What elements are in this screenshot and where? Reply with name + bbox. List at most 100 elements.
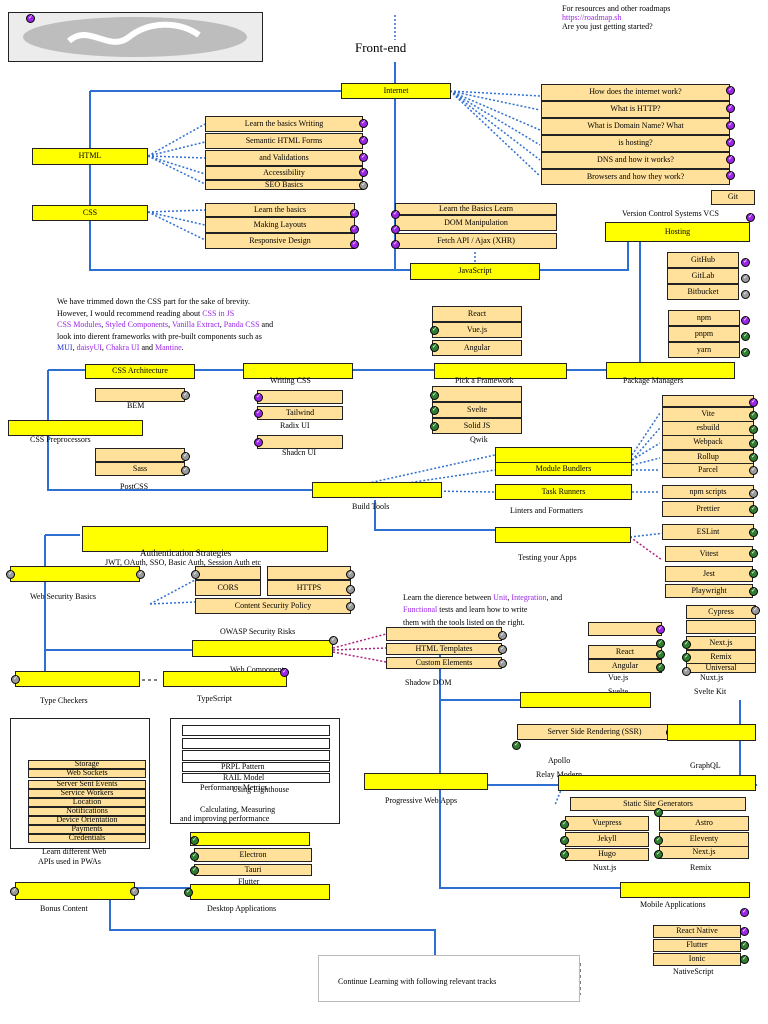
topic-parcel[interactable]: Parcel: [662, 463, 754, 478]
node-css-preprocessors[interactable]: [8, 420, 143, 436]
topic-git[interactable]: Git: [711, 190, 755, 205]
topic-electron[interactable]: Electron: [194, 848, 312, 862]
continue-label[interactable]: Continue Learning with following relevan…: [338, 977, 497, 986]
topic-js-1[interactable]: Learn the Basics Learn: [395, 203, 557, 215]
topic-react[interactable]: React: [432, 306, 522, 322]
topic-css-1[interactable]: Learn the basics: [205, 203, 355, 217]
topic-flutter-mobile[interactable]: Flutter: [653, 939, 741, 952]
node-task-runners[interactable]: Task Runners: [495, 484, 632, 500]
perf-row-4[interactable]: PRPL Pattern: [182, 762, 330, 772]
node-internet[interactable]: Internet: [341, 83, 451, 99]
topic-location[interactable]: Location: [28, 797, 146, 807]
node-module-bundlers[interactable]: Module Bundlers: [495, 462, 632, 476]
topic-internet-2[interactable]: What is HTTP?: [541, 101, 730, 118]
topic-ssr-box[interactable]: [588, 622, 662, 636]
node-package-managers[interactable]: [606, 362, 735, 379]
topic-solid[interactable]: Solid JS: [432, 418, 522, 434]
node-ssg-top[interactable]: [558, 775, 756, 791]
topic-jest[interactable]: Jest: [665, 566, 753, 582]
topic-pnpm[interactable]: pnpm: [668, 326, 740, 342]
topic-svelte[interactable]: Svelte: [432, 402, 522, 418]
node-desktop[interactable]: [190, 884, 330, 900]
link-styled-components[interactable]: Styled Components: [105, 320, 169, 330]
topic-jekyll[interactable]: Jekyll: [565, 832, 649, 847]
topic-payments[interactable]: Payments: [28, 824, 146, 834]
topic-html-5[interactable]: SEO Basics: [205, 180, 363, 190]
topic-yarn[interactable]: yarn: [668, 342, 740, 358]
topic-tailwind[interactable]: Tailwind: [257, 406, 343, 420]
link-chakra-ui[interactable]: Chakra UI: [105, 343, 140, 353]
topic-vuepress[interactable]: Vuepress: [565, 816, 649, 831]
topic-cypress[interactable]: Cypress: [686, 605, 756, 619]
node-mobile[interactable]: [620, 882, 750, 898]
topic-security-box-2[interactable]: [267, 566, 351, 580]
topic-csp[interactable]: Content Security Policy: [195, 598, 351, 614]
node-css[interactable]: CSS: [32, 205, 148, 221]
topic-html-2[interactable]: Semantic HTML Forms: [205, 133, 363, 149]
topic-writing-css-box[interactable]: [257, 390, 343, 404]
topic-internet-6[interactable]: Browsers and how they work?: [541, 169, 730, 185]
topic-internet-3[interactable]: What is Domain Name? What: [541, 118, 730, 135]
topic-notifications[interactable]: Notifications: [28, 806, 146, 816]
topic-angular[interactable]: Angular: [432, 340, 522, 356]
topic-npm[interactable]: npm: [668, 310, 740, 326]
topic-css-3[interactable]: Responsive Design: [205, 233, 355, 249]
node-desktop-top[interactable]: [190, 832, 310, 846]
topic-shadcn-box[interactable]: [257, 435, 343, 449]
topic-preproc-box[interactable]: [95, 448, 185, 462]
topic-react-native[interactable]: React Native: [653, 925, 741, 938]
topic-npm-scripts[interactable]: npm scripts: [662, 485, 754, 499]
link-panda-css[interactable]: Panda CSS: [223, 320, 260, 330]
topic-sse[interactable]: Server Sent Events: [28, 779, 146, 789]
node-testing[interactable]: [495, 527, 631, 543]
topic-service-workers[interactable]: Service Workers: [28, 788, 146, 798]
node-type-checkers[interactable]: [15, 671, 140, 687]
topic-ssr-angular[interactable]: Angular: [588, 659, 662, 673]
topic-credentials[interactable]: Credentials: [28, 833, 146, 843]
topic-ssr-nextjs[interactable]: Next.js: [686, 636, 756, 650]
node-web-components[interactable]: [192, 640, 333, 657]
topic-esbuild[interactable]: esbuild: [662, 421, 754, 436]
topic-eleventy[interactable]: Eleventy: [659, 832, 749, 847]
topic-ssr-remix[interactable]: Remix: [686, 650, 756, 664]
topic-webpack[interactable]: Webpack: [662, 435, 754, 450]
topic-html-templates[interactable]: HTML Templates: [386, 643, 502, 655]
topic-html-4[interactable]: Accessibility: [205, 166, 363, 180]
link-vanilla-extract[interactable]: Vanilla Extract: [171, 320, 220, 330]
topic-prettier[interactable]: Prettier: [662, 501, 754, 517]
node-bonus[interactable]: [15, 882, 135, 900]
topic-framework-extra[interactable]: [432, 386, 522, 402]
node-pick-framework[interactable]: [434, 363, 567, 379]
topic-ssr-universal[interactable]: Universal: [686, 663, 756, 673]
topic-bem-box[interactable]: [95, 388, 185, 402]
topic-ssr-box-2[interactable]: [686, 620, 756, 634]
node-ssr[interactable]: [520, 692, 651, 708]
node-typescript[interactable]: [163, 671, 287, 687]
perf-row-5[interactable]: RAIL Model: [182, 773, 330, 783]
topic-ssr[interactable]: Server Side Rendering (SSR): [517, 724, 672, 740]
node-hosting[interactable]: Hosting: [605, 222, 750, 242]
link-css-modules[interactable]: CSS Modules: [57, 320, 102, 330]
topic-playwright[interactable]: Playwright: [665, 584, 753, 598]
roadmap-link[interactable]: https://roadmap.sh: [562, 13, 622, 22]
node-web-security[interactable]: [10, 566, 140, 582]
topic-https[interactable]: HTTPS: [267, 580, 351, 596]
node-build-tools[interactable]: [312, 482, 442, 498]
topic-github[interactable]: GitHub: [667, 252, 739, 268]
link-css-in-js[interactable]: CSS in JS: [202, 308, 235, 318]
topic-tauri[interactable]: Tauri: [194, 864, 312, 876]
topic-bitbucket[interactable]: Bitbucket: [667, 284, 739, 300]
node-css-architecture[interactable]: CSS Architecture: [85, 364, 195, 379]
topic-vitest[interactable]: Vitest: [665, 546, 753, 562]
node-javascript[interactable]: JavaScript: [410, 263, 540, 280]
topic-bundler-extra[interactable]: [662, 395, 754, 407]
topic-vite[interactable]: Vite: [662, 407, 754, 422]
link-unit[interactable]: Unit: [493, 593, 508, 602]
topic-vue[interactable]: Vue.js: [432, 322, 522, 338]
topic-ionic[interactable]: Ionic: [653, 953, 741, 966]
node-auth[interactable]: [82, 526, 328, 552]
link-functional[interactable]: Functional: [403, 605, 438, 615]
topic-css-2[interactable]: Making Layouts: [205, 217, 355, 233]
topic-websockets[interactable]: Web Sockets: [28, 768, 146, 778]
topic-js-3[interactable]: Fetch API / Ajax (XHR): [395, 233, 557, 249]
